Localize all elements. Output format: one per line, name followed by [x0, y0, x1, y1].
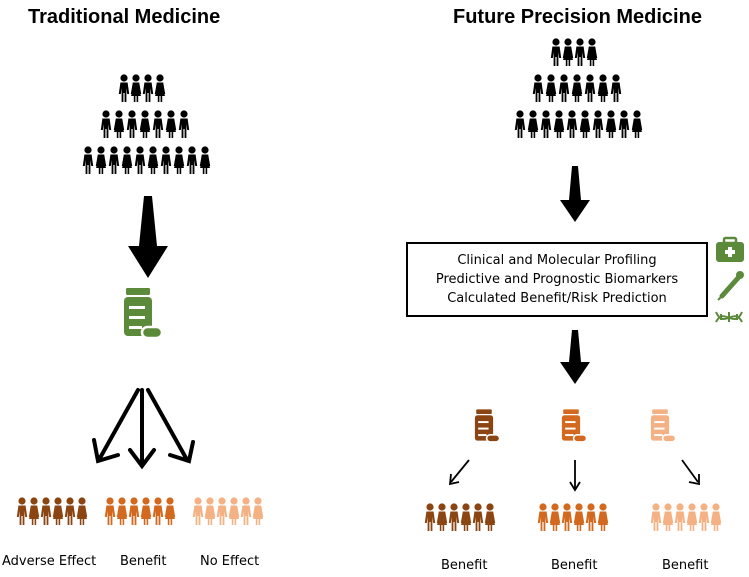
- population-row-1: [550, 38, 598, 66]
- population-row-1: [118, 74, 166, 102]
- drug-medium-icon: [561, 408, 588, 443]
- caption-benefit-3: Benefit: [662, 558, 709, 573]
- population-row-3: [82, 146, 211, 174]
- right-group-medium: [537, 503, 609, 531]
- left-down-arrow: [128, 196, 168, 278]
- population-row-3: [514, 110, 643, 138]
- left-population: [82, 74, 211, 174]
- population-row-2: [532, 74, 622, 102]
- caption-adverse-effect: Adverse Effect: [2, 554, 97, 569]
- caption-benefit: Benefit: [120, 554, 167, 569]
- drug-dark-icon: [474, 408, 501, 443]
- right-population: [514, 38, 643, 138]
- left-group-benefit: [104, 497, 176, 525]
- caption-benefit-2: Benefit: [551, 558, 598, 573]
- profiling-line-1: Clinical and Molecular Profiling: [457, 253, 657, 268]
- right-down-arrow-1: [560, 166, 590, 222]
- right-title: Future Precision Medicine: [453, 6, 702, 28]
- caption-benefit-1: Benefit: [441, 558, 488, 573]
- right-thin-arrows: [448, 459, 700, 492]
- medical-kit-icon: [716, 236, 744, 262]
- caption-no-effect: No Effect: [200, 554, 260, 569]
- dropper-icon: [717, 271, 744, 301]
- generic-drug-icon: [122, 286, 164, 340]
- right-group-light: [650, 503, 722, 531]
- dna-icon: [715, 311, 743, 323]
- drug-light-icon: [650, 408, 677, 443]
- right-down-arrow-2: [560, 330, 590, 384]
- population-row-2: [100, 110, 190, 138]
- left-title: Traditional Medicine: [28, 6, 221, 28]
- left-branch-arrows: [92, 388, 195, 470]
- profiling-box: Clinical and Molecular Profiling Predict…: [406, 242, 708, 317]
- profiling-line-3: Calculated Benefit/Risk Prediction: [447, 291, 667, 306]
- left-group-no-effect: [192, 497, 264, 525]
- profiling-line-2: Predictive and Prognostic Biomarkers: [435, 272, 679, 287]
- right-group-dark: [424, 503, 496, 531]
- left-group-adverse: [16, 497, 88, 525]
